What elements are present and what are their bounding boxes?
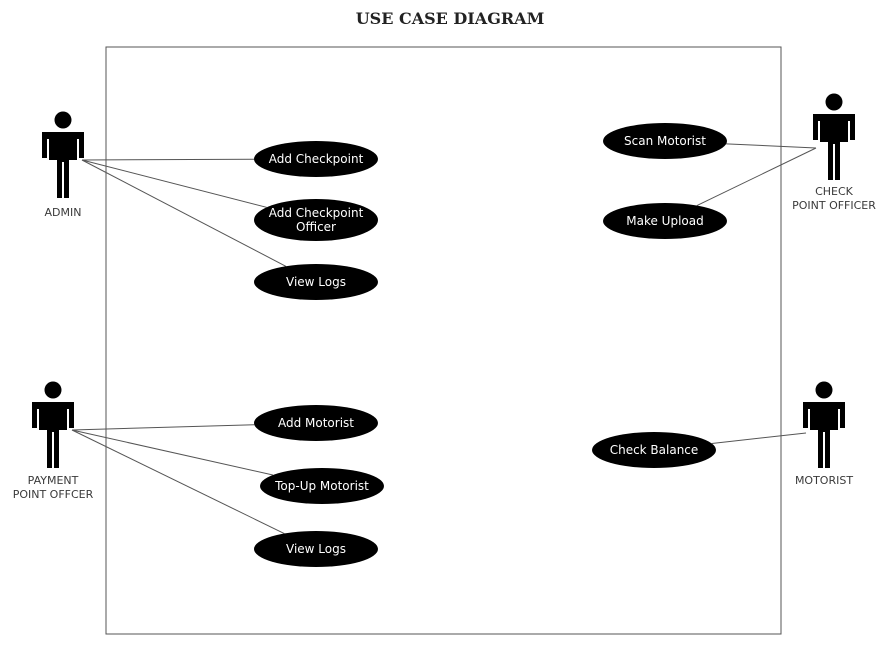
use-case-check-balance: Check Balance [592,432,716,468]
system-boundary [105,46,782,635]
actor-admin: ADMIN [42,111,84,219]
association-line-payment-add-motorist [71,424,255,431]
actor-label-line: POINT OFFCER [13,488,94,501]
use-case-ellipse [254,531,378,567]
actor-motorist: MOTORIST [795,381,853,487]
use-case-add-motorist: Add Motorist [254,405,378,441]
use-case-label-line: Top-Up Motorist [274,479,369,493]
person-icon [813,93,855,180]
association-line-motorist-check-balance [711,432,807,445]
use-case-label: View Logs [286,542,346,556]
use-case-label-line: Officer [296,220,336,234]
associations [71,143,817,534]
use-case-label: Make Upload [626,214,703,228]
use-case-make-upload: Make Upload [603,203,727,239]
use-case-label-line: View Logs [286,275,346,289]
use-case-label: Scan Motorist [624,134,706,148]
use-case-label-line: Make Upload [626,214,703,228]
use-case-ellipse [260,468,384,504]
use-case-ellipse [603,203,727,239]
use-case-add-checkpoint: Add Checkpoint [254,141,378,177]
use-case-label: Add Motorist [278,416,354,430]
actor-label-line: CHECK [815,185,854,198]
association-line-admin-add-checkpoint [81,158,255,161]
association-line-payment-view-logs-payment [71,429,285,534]
diagram-title: USE CASE DIAGRAM [356,9,545,28]
use-case-ellipse [254,405,378,441]
use-case-label-line: Add Checkpoint [269,152,364,166]
association-line-admin-add-checkpoint-officer [81,159,267,208]
use-case-label-line: Check Balance [610,443,699,457]
use-case-ellipse [592,432,716,468]
use-case-label: View Logs [286,275,346,289]
actor-label-line: POINT OFFICER [792,199,876,212]
use-case-label-line: View Logs [286,542,346,556]
use-case-label: Add Checkpoint [269,152,364,166]
association-line-checkpoint-scan-motorist [726,143,817,149]
association-line-checkpoint-make-upload [696,147,817,207]
actor-label-motorist: MOTORIST [795,474,853,487]
use-case-ellipse [254,264,378,300]
person-icon [803,381,845,468]
use-case-label: Top-Up Motorist [274,479,369,493]
use-case-label-line: Add Checkpoint [269,206,364,220]
association-line-admin-view-logs-admin [81,159,287,267]
person-icon [32,381,74,468]
use-case-ellipse [254,141,378,177]
use-case-ellipse [603,123,727,159]
use-case-view-logs-payment: View Logs [254,531,378,567]
actor-label-admin: ADMIN [45,206,82,219]
actor-label-line: PAYMENT [28,474,79,487]
use-case-ellipse [254,199,378,241]
use-case-scan-motorist: Scan Motorist [603,123,727,159]
use-case-label-line: Scan Motorist [624,134,706,148]
use-case-label-line: Add Motorist [278,416,354,430]
actor-label-line: MOTORIST [795,474,853,487]
use-case-top-up-motorist: Top-Up Motorist [260,468,384,504]
use-case-label: Check Balance [610,443,699,457]
use-case-view-logs-admin: View Logs [254,264,378,300]
person-icon [42,111,84,198]
actor-label-line: ADMIN [45,206,82,219]
association-line-payment-top-up-motorist [71,429,274,476]
